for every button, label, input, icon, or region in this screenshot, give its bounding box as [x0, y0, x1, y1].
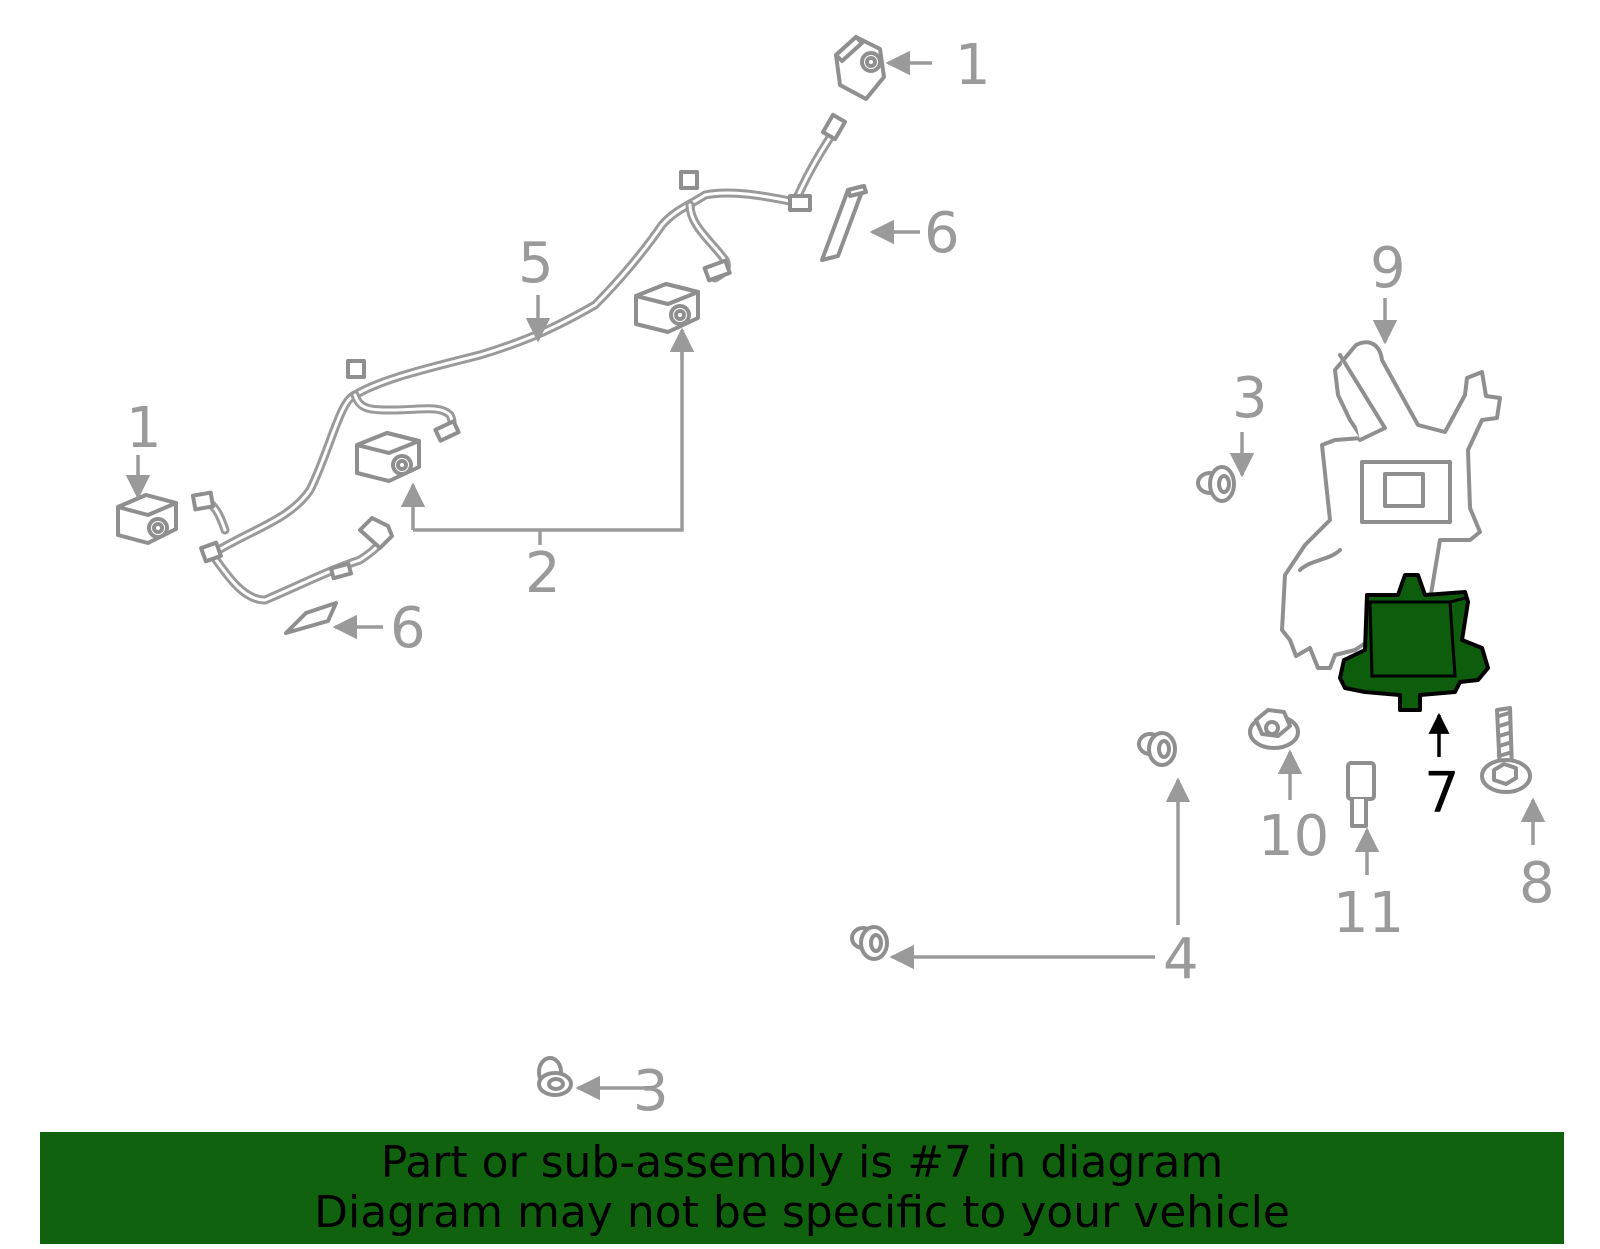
callout-6-top: 6 — [924, 201, 960, 266]
sensor-retainer-top[interactable] — [820, 184, 868, 262]
parking-sensor-left[interactable] — [116, 493, 178, 545]
callout-8: 8 — [1519, 851, 1555, 916]
callout-6-bottom: 6 — [390, 596, 426, 661]
clip-upper-right[interactable] — [1196, 465, 1236, 503]
info-banner: Part or sub-assembly is #7 in diagram Di… — [40, 1132, 1564, 1244]
push-pin[interactable] — [1346, 761, 1376, 828]
banner-line-disclaimer: Diagram may not be specific to your vehi… — [314, 1187, 1290, 1238]
callout-10: 10 — [1258, 804, 1329, 869]
callout-11: 11 — [1333, 881, 1404, 946]
callout-5: 5 — [518, 231, 554, 296]
callout-3-right: 3 — [1232, 366, 1268, 431]
callout-4: 4 — [1163, 927, 1199, 992]
callout-labels: 1 1 2 3 3 4 5 6 6 7 8 9 10 11 — [126, 33, 1555, 1124]
clip-middle[interactable] — [850, 925, 889, 961]
wiring-harness[interactable] — [190, 112, 848, 605]
parking-aid-module[interactable] — [1338, 573, 1490, 712]
callout-1-left: 1 — [126, 396, 162, 461]
callout-7: 7 — [1424, 761, 1460, 826]
parking-sensor-top[interactable] — [834, 35, 886, 101]
leader-lines — [125, 50, 1546, 1101]
callout-1-top: 1 — [955, 33, 991, 98]
callout-2: 2 — [525, 541, 561, 606]
sensor-retainer-bottom[interactable] — [284, 601, 338, 635]
callout-9: 9 — [1370, 236, 1406, 301]
banner-line-part-number: Part or sub-assembly is #7 in diagram — [380, 1137, 1224, 1188]
parking-sensor-right[interactable] — [634, 282, 700, 334]
callout-3-bottom: 3 — [633, 1059, 669, 1124]
parking-sensor-center[interactable] — [355, 431, 421, 483]
clip-right[interactable] — [1137, 731, 1177, 767]
clip-lower[interactable] — [537, 1056, 573, 1097]
module-bracket[interactable] — [1280, 340, 1502, 670]
nut[interactable] — [1248, 708, 1300, 750]
bolt[interactable] — [1480, 706, 1532, 794]
